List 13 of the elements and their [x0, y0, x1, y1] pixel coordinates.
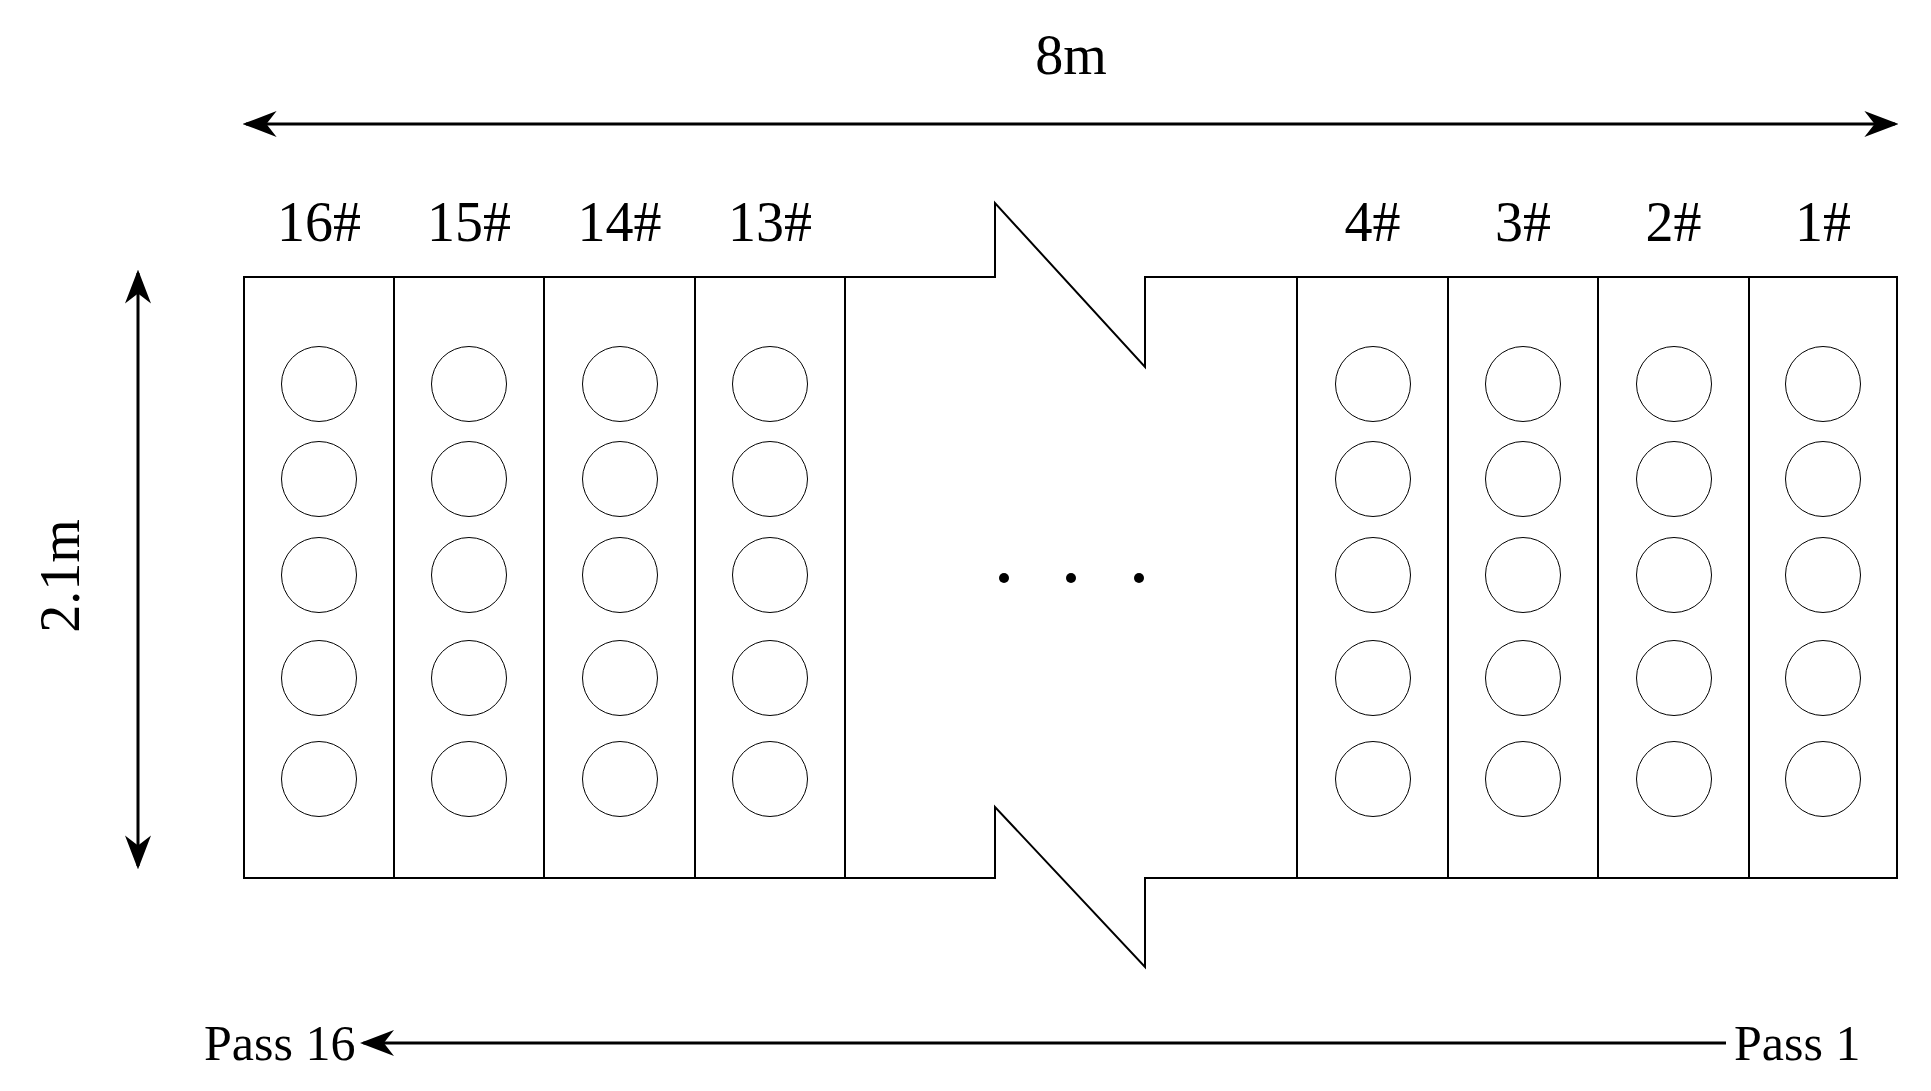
column-number: 16#	[277, 194, 361, 250]
column-number: 3#	[1495, 194, 1551, 250]
dimension-label: 2.1m	[32, 519, 88, 633]
column-number: 15#	[427, 194, 511, 250]
column-number: 1#	[1795, 194, 1851, 250]
dimension-label: 8m	[1035, 27, 1107, 83]
column-number: 13#	[728, 194, 812, 250]
column-number: 2#	[1645, 194, 1702, 250]
column-number: 14#	[577, 194, 662, 250]
pass-label: Pass 1	[1734, 1018, 1861, 1068]
pass-direction-arrow	[360, 1030, 1726, 1056]
pass-label: Pass 16	[204, 1018, 356, 1068]
column-number: 4#	[1344, 194, 1401, 250]
